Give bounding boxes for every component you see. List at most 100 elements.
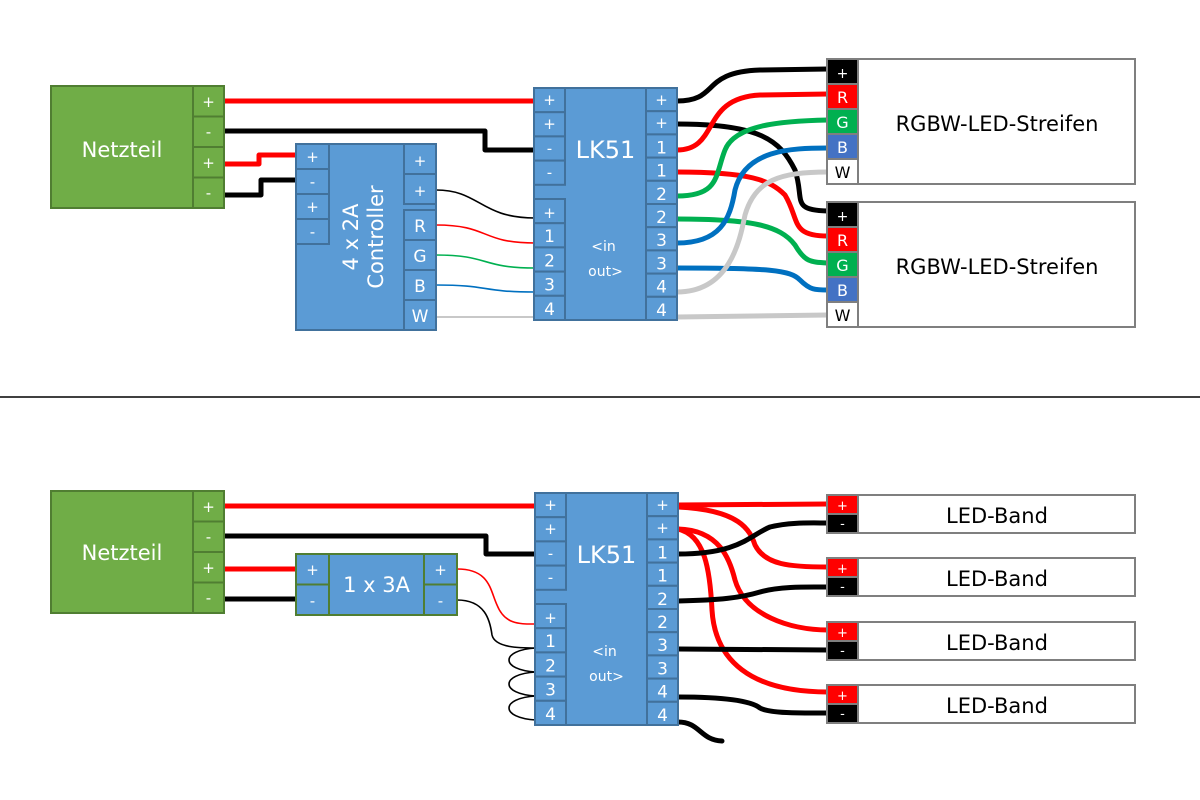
pin-label: 3 <box>657 636 668 656</box>
band-label: LED-Band <box>946 504 1048 528</box>
pin-label: + <box>202 559 215 577</box>
wire-out-plus-band1 <box>675 501 831 508</box>
pin-label: 2 <box>544 251 555 271</box>
strip-terminal[interactable] <box>826 58 859 85</box>
controller-out-terminal[interactable] <box>423 583 458 616</box>
psu-terminal-minus[interactable] <box>192 520 225 553</box>
wire-out-g-strip1 <box>674 117 831 199</box>
controller-out-terminal[interactable] <box>403 239 437 271</box>
controller-out-terminal[interactable] <box>403 173 437 205</box>
controller-1x3a: + - + - 1 x 3A <box>295 553 458 616</box>
controller-in-terminal[interactable] <box>295 583 330 616</box>
strip-terminal[interactable] <box>826 301 859 328</box>
pin-label: - <box>547 164 552 182</box>
pin-label: - <box>547 139 552 157</box>
pin-label: - <box>548 569 553 587</box>
pin-label: - <box>840 517 845 532</box>
lk51-out-label: out> <box>589 669 624 685</box>
pin-label: + <box>656 519 669 537</box>
lk51-out-label: out> <box>588 264 623 280</box>
strip-terminal[interactable] <box>826 158 859 185</box>
lk51-signal-in-terminal[interactable] <box>533 294 566 321</box>
wire-psu-minus-to-lk51 <box>221 128 538 153</box>
controller-4x2a: + - + - + + R G B W 4 x 2A Controller <box>295 143 437 331</box>
controller-in-terminal[interactable] <box>295 143 330 170</box>
band-body <box>826 557 1136 597</box>
wire-ctrl-plus-to-lk51 <box>435 189 536 219</box>
wire-psu-minus-to-controller <box>221 177 300 198</box>
psu-terminal-plus[interactable] <box>192 146 225 179</box>
rgbw-strips: +RGBWRGBW-LED-Streifen+RGBWRGBW-LED-Stre… <box>826 58 1136 328</box>
controller-out-terminal[interactable] <box>403 269 437 301</box>
pin-label: + <box>656 496 669 514</box>
lk51-power-in-terminal[interactable] <box>534 564 567 591</box>
strip-label: RGBW-LED-Streifen <box>896 255 1099 279</box>
pin-label: - <box>840 580 845 595</box>
pin-label: 1 <box>657 543 668 563</box>
led-bands: +-LED-Band+-LED-Band+-LED-Band+-LED-Band <box>826 494 1136 724</box>
controller-out-terminal[interactable] <box>403 299 437 331</box>
bottom-wires <box>221 501 831 744</box>
pin-label: + <box>306 148 319 166</box>
lk51-out-terminal[interactable] <box>646 700 679 726</box>
lk51-in-label: <in <box>591 239 616 255</box>
controller-label-line2: Controller <box>364 185 388 289</box>
strip-terminal[interactable] <box>826 108 859 135</box>
pin-label: 3 <box>656 254 667 274</box>
pin-label: 4 <box>657 706 668 726</box>
pin-label: + <box>543 115 556 133</box>
band-terminal-minus[interactable] <box>826 576 859 597</box>
band-terminal-minus[interactable] <box>826 640 859 661</box>
lk51-signal-in-terminal[interactable] <box>534 675 567 702</box>
lk51-signal-in-terminal[interactable] <box>534 651 567 678</box>
jumper-loop-2-3 <box>508 671 537 697</box>
pin-label: 1 <box>545 632 556 652</box>
pin-label: W <box>835 163 851 182</box>
controller-in-terminal[interactable] <box>295 218 330 245</box>
wire-ctrl-b-to-lk51 <box>435 284 536 293</box>
wire-out-w-strip2 <box>674 312 831 320</box>
pin-label: - <box>206 589 211 607</box>
wire-out-plus-band4 <box>675 526 831 695</box>
lk51-power-in-terminal[interactable] <box>533 87 566 114</box>
band-label: LED-Band <box>946 694 1048 718</box>
pin-label: + <box>837 499 848 514</box>
wire-out-r-strip1 <box>674 91 831 153</box>
pin-label: - <box>840 644 845 659</box>
band-terminal-minus[interactable] <box>826 703 859 724</box>
lk51-signal-in-terminal[interactable] <box>534 627 567 654</box>
lk51-signal-in-terminal[interactable] <box>534 699 567 726</box>
pin-label: + <box>434 561 447 579</box>
psu-terminal-minus[interactable] <box>192 115 225 148</box>
lk51-signal-in-terminal[interactable] <box>533 222 566 249</box>
lk51-power-in-terminal[interactable] <box>533 159 566 186</box>
wire-ctrl-plus-to-lk51 <box>456 568 537 625</box>
pin-label: + <box>202 93 215 111</box>
pin-label: 2 <box>657 613 668 633</box>
pin-label: + <box>837 689 848 704</box>
top-wires <box>221 66 831 320</box>
strip-terminal[interactable] <box>826 133 859 160</box>
band-label: LED-Band <box>946 567 1048 591</box>
controller-out-terminal[interactable] <box>423 553 458 586</box>
pin-label: G <box>413 247 426 267</box>
controller-out-terminal[interactable] <box>403 143 437 175</box>
pin-label: 3 <box>656 231 667 251</box>
band-terminal-minus[interactable] <box>826 513 859 534</box>
psu-terminal-minus[interactable] <box>192 176 225 209</box>
pin-label: + <box>544 520 557 538</box>
wire-psu-plus-to-controller <box>221 152 300 167</box>
lk51-signal-in-terminal[interactable] <box>533 198 566 225</box>
psu-terminal-minus[interactable] <box>192 581 225 614</box>
led-band: +-LED-Band <box>826 684 1136 724</box>
pin-label: - <box>310 173 315 191</box>
lk51-out-terminal[interactable] <box>645 295 678 321</box>
pin-label: 1 <box>656 162 667 182</box>
psu-terminal-plus[interactable] <box>192 490 225 523</box>
pin-label: G <box>836 256 848 275</box>
pin-label: - <box>310 592 315 610</box>
wire-out-unused <box>675 719 725 744</box>
lk51-signal-in-terminal[interactable] <box>534 603 567 630</box>
